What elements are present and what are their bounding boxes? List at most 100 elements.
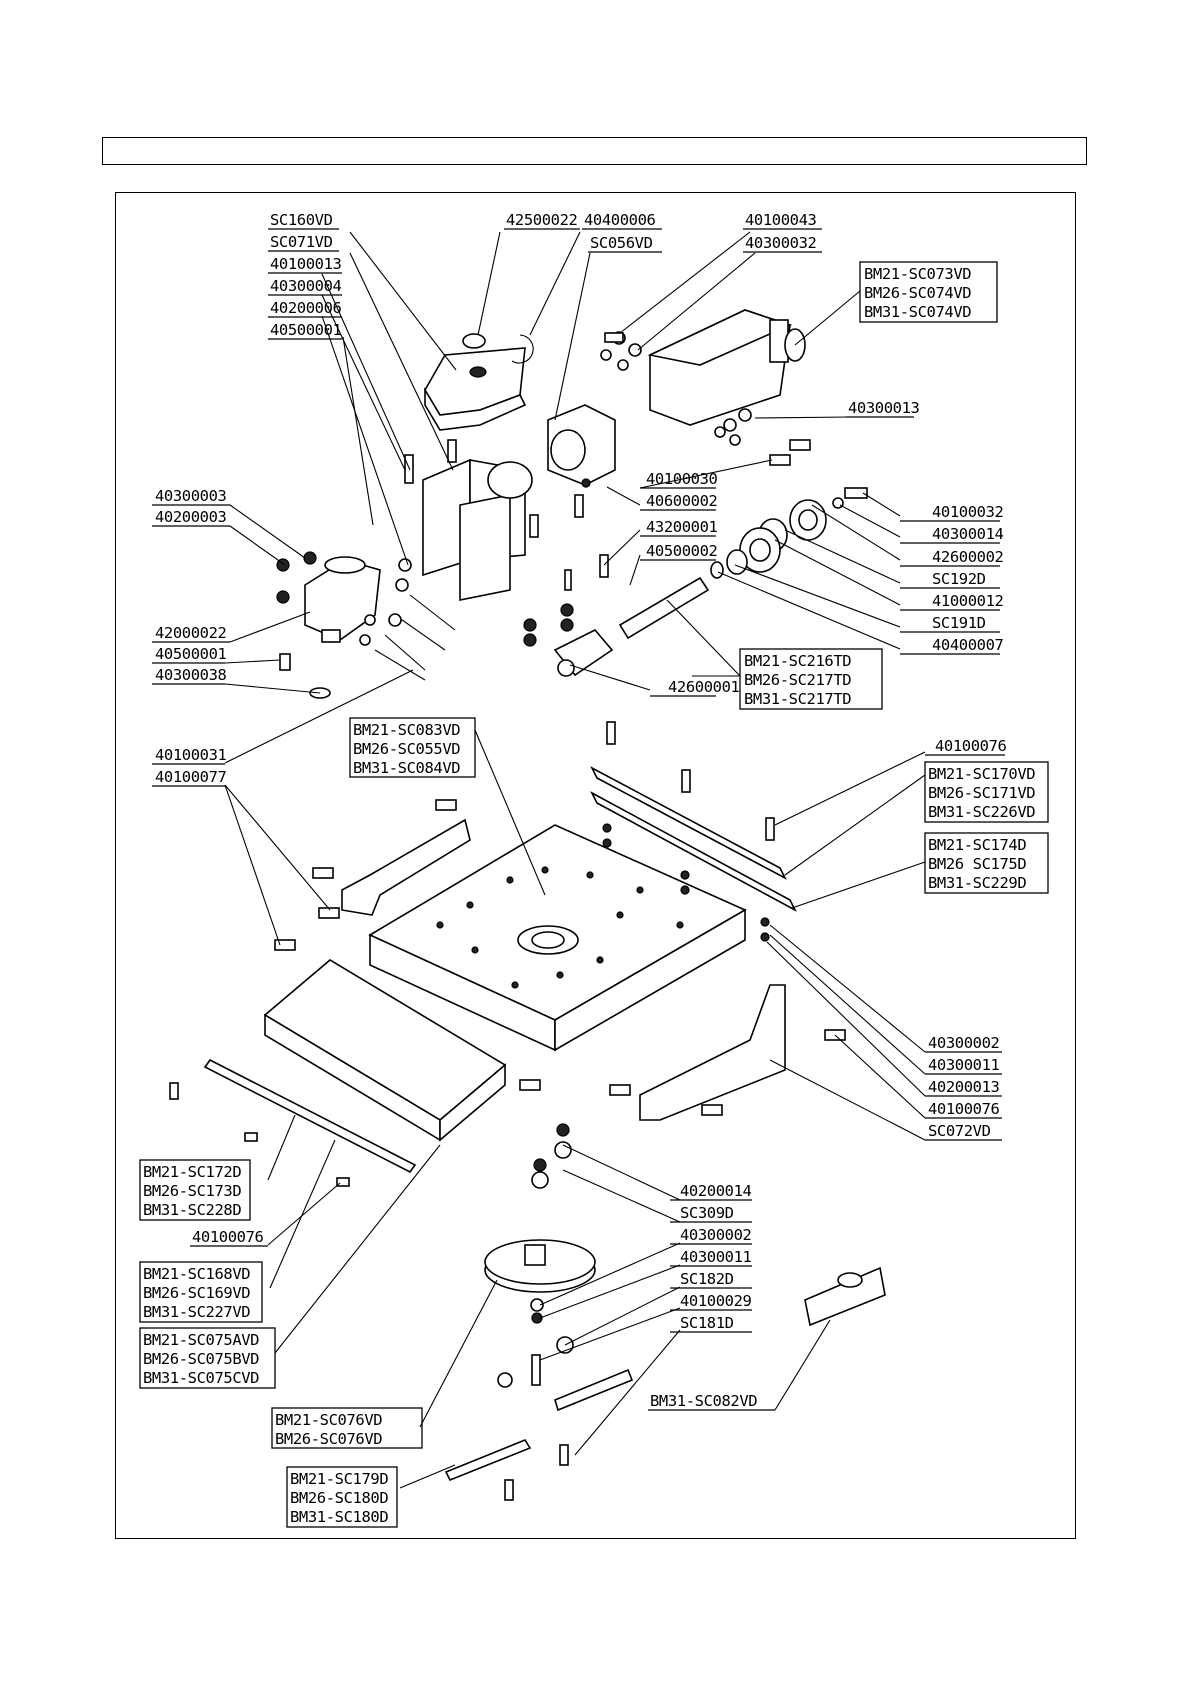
part-number-label: BM21-SC083VD (353, 721, 460, 739)
part-number-label: 40100032 (932, 503, 1004, 521)
label-group-box (271, 1407, 423, 1449)
label-group-box (924, 761, 1049, 823)
part-number-label: 40100029 (680, 1292, 752, 1310)
part-number-label: BM26-SC173D (143, 1182, 241, 1200)
part-number-label: SC160VD (270, 211, 333, 229)
part-number-label: SC056VD (590, 234, 653, 252)
part-number-label: 40500001 (270, 321, 342, 339)
part-number-label: 40100043 (745, 211, 817, 229)
drive-shaft-part (618, 576, 710, 640)
part-number-label: SC071VD (270, 233, 333, 251)
part-number-label: BM31-SC075CVD (143, 1369, 259, 1387)
part-number-label: 40300002 (928, 1034, 1000, 1052)
part-number-label: 40300038 (155, 666, 227, 684)
part-number-label: 40100013 (270, 255, 342, 273)
part-number-label: 40300014 (932, 525, 1004, 543)
part-number-label: BM21-SC216TD (744, 652, 851, 670)
part-number-label: BM26-SC075BVD (143, 1350, 259, 1368)
part-number-label: BM31-SC229D (928, 874, 1026, 892)
label-group-box (286, 1466, 398, 1528)
part-number-label: BM21-SC073VD (864, 265, 971, 283)
label-group-box (139, 1159, 251, 1221)
diagram-frame (115, 192, 1076, 1539)
part-number-label: 40400007 (932, 636, 1004, 654)
part-number-label: BM31-SC228D (143, 1201, 241, 1219)
part-number-label: 42600002 (932, 548, 1004, 566)
part-number-label: 40300011 (928, 1056, 1000, 1074)
part-number-label: 40300003 (155, 487, 227, 505)
part-number-label: 40300004 (270, 277, 342, 295)
part-number-label: BM21-SC076VD (275, 1411, 382, 1429)
seal-part (462, 333, 486, 349)
part-number-label: 40100076 (192, 1228, 264, 1246)
part-number-label: SC192D (932, 570, 986, 588)
part-number-label: 40100031 (155, 746, 227, 764)
part-labels: SC160VD SC071VD 40100013 40300004 402000… (139, 211, 1049, 1528)
part-number-label: BM21-SC172D (143, 1163, 241, 1181)
part-number-label: SC182D (680, 1270, 734, 1288)
label-group-box (139, 1261, 263, 1323)
blade-part (554, 1368, 634, 1412)
part-number-label: BM26-SC074VD (864, 284, 971, 302)
part-number-label: 40200006 (270, 299, 342, 317)
part-number-label: 40600002 (646, 492, 718, 510)
label-group-box (739, 648, 883, 710)
side-bar-part (590, 766, 787, 880)
part-number-label: BM21-SC168VD (143, 1265, 250, 1283)
part-number-label: BM26-SC217TD (744, 671, 851, 689)
part-number-label: 41000012 (932, 592, 1004, 610)
part-number-label: 40500002 (646, 542, 718, 560)
part-number-label: BM21-SC174D (928, 836, 1026, 854)
part-number-label: SC072VD (928, 1122, 991, 1140)
part-number-label: BM26-SC171VD (928, 784, 1035, 802)
part-number-label: BM31-SC084VD (353, 759, 460, 777)
part-number-label: 40200003 (155, 508, 227, 526)
label-group-box (349, 717, 476, 778)
circlip-part (511, 334, 534, 364)
part-number-label: BM26-SC055VD (353, 740, 460, 758)
part-number-label: 40300013 (848, 399, 920, 417)
part-number-label: 40100077 (155, 768, 227, 786)
part-number-label: 40300011 (680, 1248, 752, 1266)
part-number-label: BM26 SC175D (928, 855, 1026, 873)
part-number-label: BM31-SC227VD (143, 1303, 250, 1321)
part-number-label: BM21-SC075AVD (143, 1331, 259, 1349)
right-skid-part (639, 984, 786, 1121)
label-group-box (924, 832, 1049, 894)
part-number-label: 42500022 (506, 211, 578, 229)
part-number-label: 43200001 (646, 518, 718, 536)
part-number-label: BM21-SC170VD (928, 765, 1035, 783)
part-number-label: SC309D (680, 1204, 734, 1222)
part-number-label: 40200014 (680, 1182, 752, 1200)
label-group-box (139, 1327, 276, 1389)
part-number-label: BM26-SC169VD (143, 1284, 250, 1302)
deflector-strip-part (203, 1058, 417, 1174)
part-number-label: SC191D (932, 614, 986, 632)
part-number-label: BM31-SC082VD (650, 1392, 757, 1410)
part-number-label: BM26-SC076VD (275, 1430, 382, 1448)
part-number-label: BM31-SC074VD (864, 303, 971, 321)
label-group-box (859, 261, 998, 323)
part-number-label: 40400006 (584, 211, 656, 229)
part-number-label: BM26-SC180D (290, 1489, 388, 1507)
leader-lines (224, 231, 926, 1489)
left-skid-part (341, 818, 471, 916)
part-number-label: 42600001 (668, 678, 740, 696)
part-number-label: 40100076 (935, 737, 1007, 755)
part-number-label: BM21-SC179D (290, 1470, 388, 1488)
parts-drawing (169, 309, 886, 1501)
part-number-label: BM31-SC226VD (928, 803, 1035, 821)
part-number-label: 40500001 (155, 645, 227, 663)
part-number-label: 40300032 (745, 234, 817, 252)
part-number-label: 40100076 (928, 1100, 1000, 1118)
blade-part (444, 1439, 532, 1482)
part-number-label: 40200013 (928, 1078, 1000, 1096)
part-number-label: 40100030 (646, 470, 718, 488)
header-box (102, 137, 1087, 165)
part-number-label: 40300002 (680, 1226, 752, 1244)
part-number-label: SC181D (680, 1314, 734, 1332)
part-number-label: BM31-SC180D (290, 1508, 388, 1526)
part-number-label: BM31-SC217TD (744, 690, 851, 708)
part-number-label: 42000022 (155, 624, 227, 642)
